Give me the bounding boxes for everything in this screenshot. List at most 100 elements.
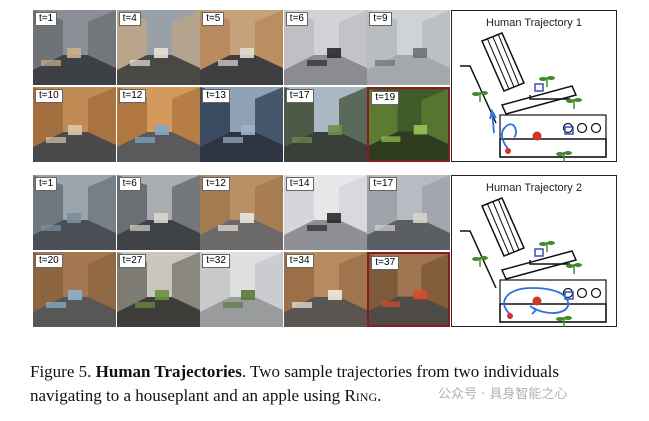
kitchen-counter — [499, 138, 607, 158]
counter-outline — [500, 250, 578, 280]
timestep-label: t=10 — [35, 89, 63, 103]
frame-photo: t=13 — [200, 87, 284, 162]
photo-scene — [33, 10, 116, 85]
kitchen-island — [499, 114, 607, 158]
trajectory-map-1: Human Trajectory 1 — [451, 10, 617, 162]
trajectory-block-2: t=1 t=6 t=12 t=14 t=17 t=20 t=27 t=32 t=34 t=37 H… — [33, 175, 617, 327]
houseplant-leaf — [574, 263, 582, 267]
trajectory-path — [501, 123, 517, 150]
trajectory-arrow — [529, 305, 538, 315]
frame-photo: t=19 — [367, 87, 451, 162]
apple-icon — [532, 131, 542, 141]
photo-scene — [283, 175, 367, 250]
houseplant-leaf — [566, 264, 574, 268]
table-outline — [481, 32, 525, 92]
frame-photo: t=34 — [283, 252, 367, 327]
table-outline — [481, 197, 525, 257]
robot-icon — [534, 248, 544, 257]
frame-photo: t=37 — [367, 252, 451, 327]
houseplant-leaf — [574, 98, 582, 102]
houseplant-leaf — [547, 76, 555, 80]
figure-caption: Figure 5. Human Trajectories. Two sample… — [30, 360, 630, 408]
trajectory-path — [503, 287, 569, 315]
kitchen-island — [499, 279, 607, 323]
houseplant-leaf — [556, 317, 564, 321]
timestep-label: t=12 — [118, 89, 147, 103]
caption-text: . Two sample trajectories from two indiv… — [30, 362, 560, 405]
houseplant-leaf — [539, 242, 547, 246]
timestep-label: t=6 — [118, 177, 141, 191]
frame-photo: t=14 — [283, 175, 367, 250]
timestep-label: t=37 — [371, 256, 400, 270]
timestep-label: t=27 — [118, 254, 147, 268]
apple-icon — [532, 296, 542, 306]
timestep-label: t=9 — [369, 12, 392, 26]
wall-line — [460, 230, 497, 289]
counter-edge — [529, 260, 570, 265]
frame-photo: t=5 — [200, 10, 284, 85]
timestep-label: t=1 — [35, 177, 58, 191]
photo-scene — [283, 87, 367, 162]
trajectory-map-2: Human Trajectory 2 — [451, 175, 617, 327]
houseplant-leaf — [472, 92, 480, 96]
timestep-label: t=20 — [35, 254, 63, 268]
frame-photo: t=6 — [283, 10, 367, 85]
timestep-label: t=17 — [285, 89, 314, 103]
frame-photo: t=32 — [200, 252, 284, 327]
frame-photo: t=4 — [116, 10, 200, 85]
frame-photo: t=17 — [367, 175, 451, 250]
timestep-label: t=5 — [202, 12, 225, 26]
timestep-label: t=14 — [285, 177, 314, 191]
stove-burner — [576, 287, 588, 299]
houseplant-leaf — [556, 152, 564, 156]
wall-line — [460, 65, 497, 124]
timestep-label: t=32 — [202, 254, 230, 268]
timestep-label: t=6 — [285, 12, 308, 26]
robot-icon — [564, 126, 574, 135]
map-title-1: Human Trajectory 1 — [486, 17, 582, 29]
frame-photo: t=27 — [116, 252, 200, 327]
frame-photo: t=1 — [33, 175, 116, 250]
houseplant-leaf — [472, 257, 480, 261]
robot-icon — [534, 83, 544, 92]
stove-burner — [590, 287, 602, 299]
start-marker — [507, 313, 513, 319]
timestep-label: t=19 — [371, 91, 400, 105]
counter-outline — [500, 85, 578, 115]
stove-burner — [576, 122, 588, 134]
houseplant-leaf — [480, 91, 488, 95]
caption-method: Ring — [344, 386, 378, 405]
timestep-label: t=12 — [202, 177, 230, 191]
frame-photo: t=12 — [200, 175, 284, 250]
caption-title: Human Trajectories — [95, 362, 242, 381]
table-line — [487, 203, 510, 255]
houseplant-leaf — [564, 316, 572, 320]
timestep-label: t=1 — [35, 12, 58, 26]
table-line — [498, 199, 520, 251]
table-line — [498, 34, 520, 86]
map-title-2: Human Trajectory 2 — [486, 182, 582, 194]
start-marker — [505, 148, 511, 154]
frame-grid-2: t=1 t=6 t=12 t=14 t=17 t=20 t=27 t=32 t=34 t=37 — [33, 175, 451, 327]
houseplant-leaf — [564, 151, 572, 155]
table-line — [492, 36, 515, 88]
watermark-text: 公众号 · 具身智能之心 — [438, 387, 568, 402]
caption-suffix: . — [377, 386, 382, 405]
table-line — [487, 38, 510, 90]
frame-photo: t=1 — [33, 10, 116, 85]
table-line — [492, 201, 515, 253]
timestep-label: t=4 — [118, 12, 141, 26]
houseplant-leaf — [566, 99, 574, 103]
floorplan-drawing — [460, 32, 607, 162]
counter-edge — [529, 95, 570, 100]
frame-photo: t=17 — [283, 87, 367, 162]
houseplant-leaf — [547, 241, 555, 245]
frame-photo: t=12 — [116, 87, 200, 162]
timestep-label: t=17 — [369, 177, 398, 191]
caption-prefix: Figure 5. — [30, 362, 96, 381]
photo-scene — [367, 175, 451, 250]
frame-photo: t=20 — [33, 252, 116, 327]
trajectory-path — [491, 110, 495, 134]
frame-photo: t=9 — [367, 10, 451, 85]
